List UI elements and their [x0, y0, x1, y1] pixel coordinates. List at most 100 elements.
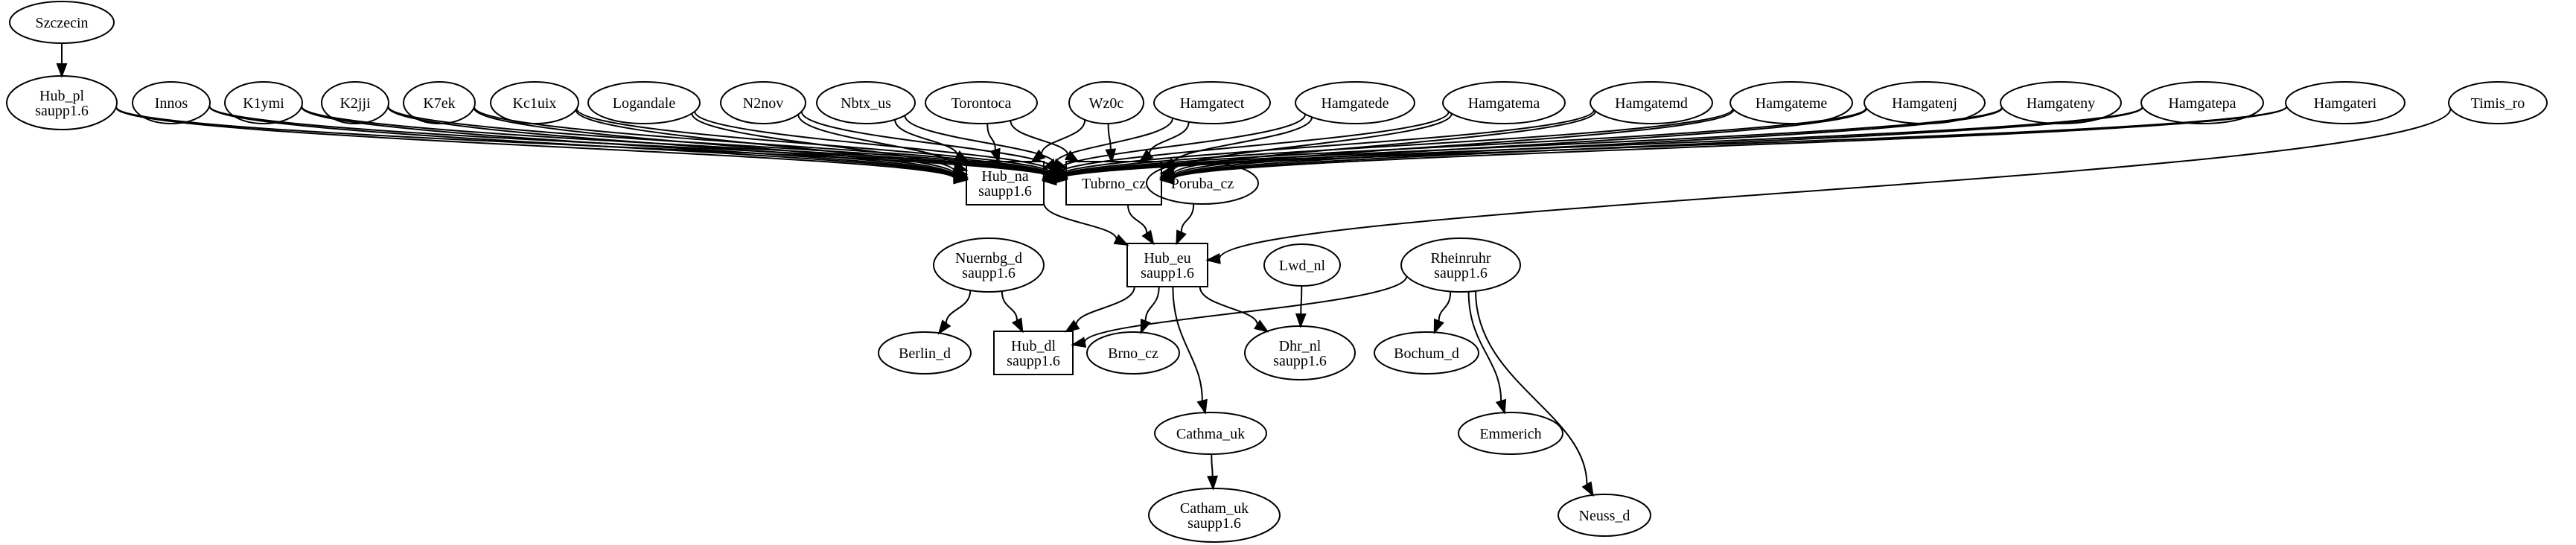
node-label: Rheinruhr: [1430, 250, 1491, 267]
node-label: Tubrno_cz: [1082, 176, 1146, 192]
node-label: Hamgateri: [2314, 95, 2377, 112]
node-box: [993, 331, 1074, 375]
edge-line: [575, 109, 956, 175]
edge-hamgateny-to-tubrno-cz: [1159, 107, 2003, 184]
node-label: N2nov: [743, 95, 783, 112]
node-box: [966, 161, 1045, 205]
node-k7ek[interactable]: K7ek: [403, 81, 476, 124]
edge-rheinruhr-to-neuss-d: [1475, 290, 1594, 497]
node-label: Lwd_nl: [1279, 258, 1326, 274]
edge-line: [1043, 202, 1118, 240]
node-ellipse: [6, 75, 118, 130]
node-sublabel: saupp1.6: [1187, 515, 1241, 532]
node-hamgatepa[interactable]: Hamgatepa: [2140, 81, 2264, 124]
arrow-head-icon: [1140, 318, 1151, 335]
arrow-head-icon: [1495, 398, 1507, 415]
node-lwd-nl[interactable]: Lwd_nl: [1263, 243, 1341, 287]
node-ellipse: [132, 81, 211, 124]
node-ellipse: [1458, 412, 1563, 455]
node-hamgatemd[interactable]: Hamgatemd: [1590, 81, 1713, 124]
edge-line: [387, 106, 1056, 178]
node-szczecin[interactable]: Szczecin: [9, 1, 115, 44]
node-neuss-d[interactable]: Neuss_d: [1558, 494, 1651, 537]
edge-line: [1218, 108, 2452, 259]
node-n2nov[interactable]: N2nov: [720, 81, 806, 124]
node-logandale[interactable]: Logandale: [587, 81, 701, 124]
node-label: Hub_na: [981, 168, 1028, 185]
node-hamgateny[interactable]: Hamgateny: [2000, 81, 2122, 124]
edge-line: [945, 290, 972, 324]
node-label: Cathma_uk: [1176, 426, 1245, 442]
node-nbtx-us[interactable]: Nbtx_us: [816, 81, 916, 124]
arrow-head-icon: [1141, 229, 1155, 246]
node-wz0c[interactable]: Wz0c: [1068, 81, 1144, 124]
arrow-head-icon: [1196, 398, 1208, 415]
node-ellipse: [933, 238, 1045, 293]
node-sublabel: saupp1.6: [1141, 265, 1194, 281]
node-berlin-d[interactable]: Berlin_d: [878, 331, 972, 375]
arrow-head-icon: [954, 150, 970, 163]
node-hamgatenj[interactable]: Hamgatenj: [1864, 81, 1986, 124]
node-label: K1ymi: [243, 95, 284, 112]
edge-line: [1055, 106, 2003, 180]
arrow-head-icon: [1113, 234, 1129, 246]
node-ellipse: [587, 81, 701, 124]
node-emmerich[interactable]: Emmerich: [1458, 412, 1563, 455]
node-ellipse: [1295, 81, 1415, 124]
edge-line: [1148, 121, 1190, 155]
node-hamgatect[interactable]: Hamgatect: [1153, 81, 1271, 124]
node-bochum-d[interactable]: Bochum_d: [1374, 331, 1479, 375]
node-hamgatema[interactable]: Hamgatema: [1442, 81, 1566, 124]
node-label: Hamgatemd: [1615, 95, 1688, 112]
node-timis-ro[interactable]: Timis_ro: [2448, 81, 2548, 124]
node-label: Neuss_d: [1579, 508, 1630, 524]
node-label: Wz0c: [1089, 95, 1124, 112]
node-label: Hamgatede: [1321, 95, 1389, 112]
node-sublabel: saupp1.6: [1007, 353, 1060, 369]
node-ellipse: [1374, 331, 1479, 375]
node-k1ymi[interactable]: K1ymi: [224, 81, 303, 124]
node-label: Emmerich: [1479, 426, 1541, 442]
node-brno-cz[interactable]: Brno_cz: [1086, 331, 1180, 375]
node-k2jji[interactable]: K2jji: [321, 81, 389, 124]
node-label: K2jji: [339, 95, 371, 112]
edge-line: [115, 106, 956, 180]
node-sublabel: saupp1.6: [35, 103, 89, 119]
node-tubrno-cz[interactable]: Tubrno_cz: [1065, 161, 1162, 205]
node-innos[interactable]: Innos: [132, 81, 211, 124]
edge-poruba-cz-to-hub-eu: [1176, 203, 1195, 246]
node-label: Poruba_cz: [1171, 176, 1234, 192]
edge-hub-eu-to-cathma-uk: [1172, 286, 1208, 415]
node-ellipse: [816, 81, 916, 124]
node-hamgatede[interactable]: Hamgatede: [1295, 81, 1415, 124]
node-kc1uix[interactable]: Kc1uix: [490, 81, 579, 124]
node-label: Torontoca: [951, 95, 1012, 112]
edge-line: [301, 106, 956, 179]
edge-line: [1173, 106, 2143, 179]
edge-hub-eu-to-dhr-nl: [1199, 286, 1269, 333]
node-ellipse: [1154, 412, 1267, 455]
node-ellipse: [2000, 81, 2122, 124]
edge-line: [473, 107, 956, 176]
node-ellipse: [720, 81, 806, 124]
node-torontoca[interactable]: Torontoca: [925, 81, 1038, 124]
node-label: Nuernbg_d: [955, 250, 1022, 267]
edge-line: [1172, 108, 1868, 179]
edge-line: [986, 123, 996, 150]
node-label: Brno_cz: [1108, 345, 1158, 362]
arrow-head-icon: [1295, 313, 1307, 328]
node-hamgateri[interactable]: Hamgateri: [2285, 81, 2406, 124]
node-hamgateme[interactable]: Hamgateme: [1729, 81, 1853, 124]
node-cathma-uk[interactable]: Cathma_uk: [1154, 412, 1267, 455]
edge-line: [208, 106, 956, 179]
arrow-head-icon: [1042, 158, 1058, 169]
node-poruba-cz[interactable]: Poruba_cz: [1146, 162, 1259, 205]
